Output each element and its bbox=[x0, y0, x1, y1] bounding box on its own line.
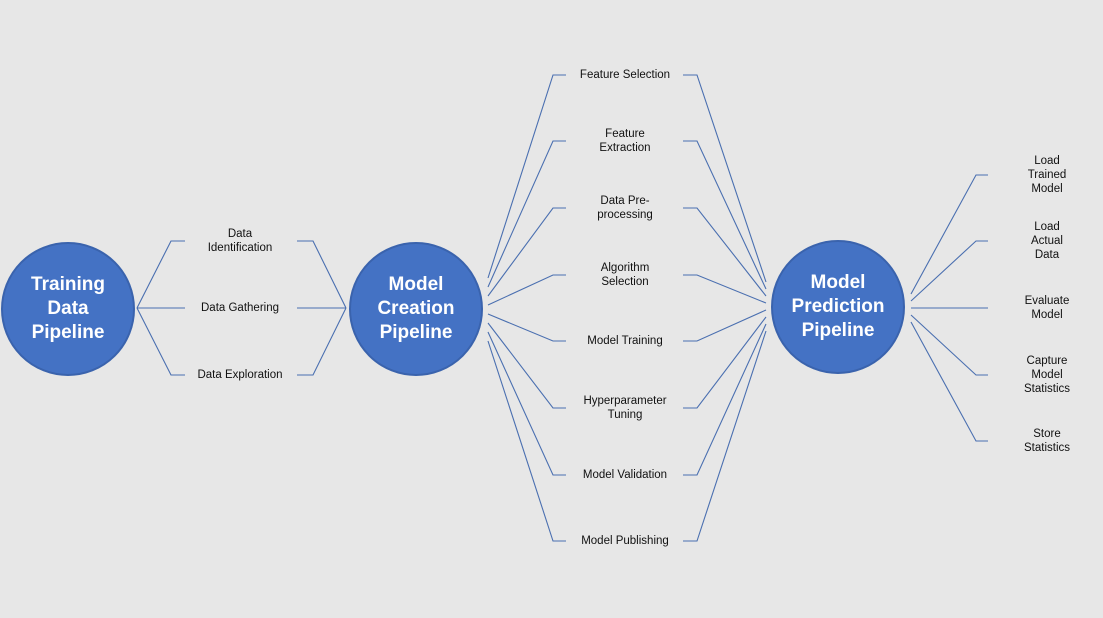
step-load-trained-model: Load Trained Model bbox=[1027, 155, 1067, 195]
connector-create-left-4 bbox=[487, 313, 566, 342]
step-data-exploration: Data Exploration bbox=[197, 369, 283, 381]
training-data-pipeline-node: Training Data Pipeline bbox=[1, 242, 135, 376]
connector-pred-4 bbox=[910, 321, 988, 442]
connector-train-left-2 bbox=[136, 307, 185, 376]
step-evaluate-model: Evaluate Model bbox=[1024, 295, 1070, 321]
connector-create-left-3 bbox=[487, 274, 566, 306]
connector-pred-3 bbox=[910, 314, 988, 376]
step-store-statistics: Store Statistics bbox=[1023, 428, 1070, 454]
step-data-identification: Data Identification bbox=[207, 228, 273, 254]
step-model-training: Model Training bbox=[587, 335, 663, 347]
connector-create-left-0 bbox=[487, 74, 566, 279]
connector-create-left-1 bbox=[487, 140, 566, 288]
step-data-preprocessing: Data Pre- processing bbox=[597, 195, 653, 221]
step-hyperparameter-tuning: Hyperparameter Tuning bbox=[583, 395, 667, 421]
connector-create-right-7 bbox=[683, 330, 767, 542]
connector-pred-0 bbox=[910, 174, 988, 295]
step-model-publishing: Model Publishing bbox=[581, 535, 669, 547]
step-feature-selection: Feature Selection bbox=[579, 69, 671, 81]
connector-create-right-6 bbox=[683, 323, 767, 476]
connector-create-right-2 bbox=[683, 207, 767, 297]
connector-train-right-2 bbox=[297, 307, 347, 376]
connector-train-left-0 bbox=[136, 240, 185, 309]
connector-create-right-3 bbox=[683, 274, 767, 304]
connector-create-right-1 bbox=[683, 140, 767, 290]
connector-create-left-7 bbox=[487, 340, 566, 542]
step-data-gathering: Data Gathering bbox=[201, 302, 279, 314]
connector-create-left-6 bbox=[487, 331, 566, 476]
connector-create-left-5 bbox=[487, 322, 566, 409]
step-algorithm-selection: Algorithm Selection bbox=[600, 262, 650, 288]
model-prediction-pipeline-node: Model Prediction Pipeline bbox=[771, 240, 905, 374]
connector-create-right-4 bbox=[683, 309, 767, 342]
connector-train-right-0 bbox=[297, 240, 347, 309]
connector-create-right-0 bbox=[683, 74, 767, 283]
step-capture-model-statistics: Capture Model Statistics bbox=[1023, 355, 1070, 395]
step-feature-extraction: Feature Extraction bbox=[599, 128, 651, 154]
model-creation-pipeline-node: Model Creation Pipeline bbox=[349, 242, 483, 376]
connector-create-left-2 bbox=[487, 207, 566, 297]
connector-create-right-5 bbox=[683, 316, 767, 409]
step-load-actual-data: Load Actual Data bbox=[1031, 221, 1063, 261]
step-model-validation: Model Validation bbox=[582, 469, 668, 481]
connector-pred-1 bbox=[910, 240, 988, 302]
